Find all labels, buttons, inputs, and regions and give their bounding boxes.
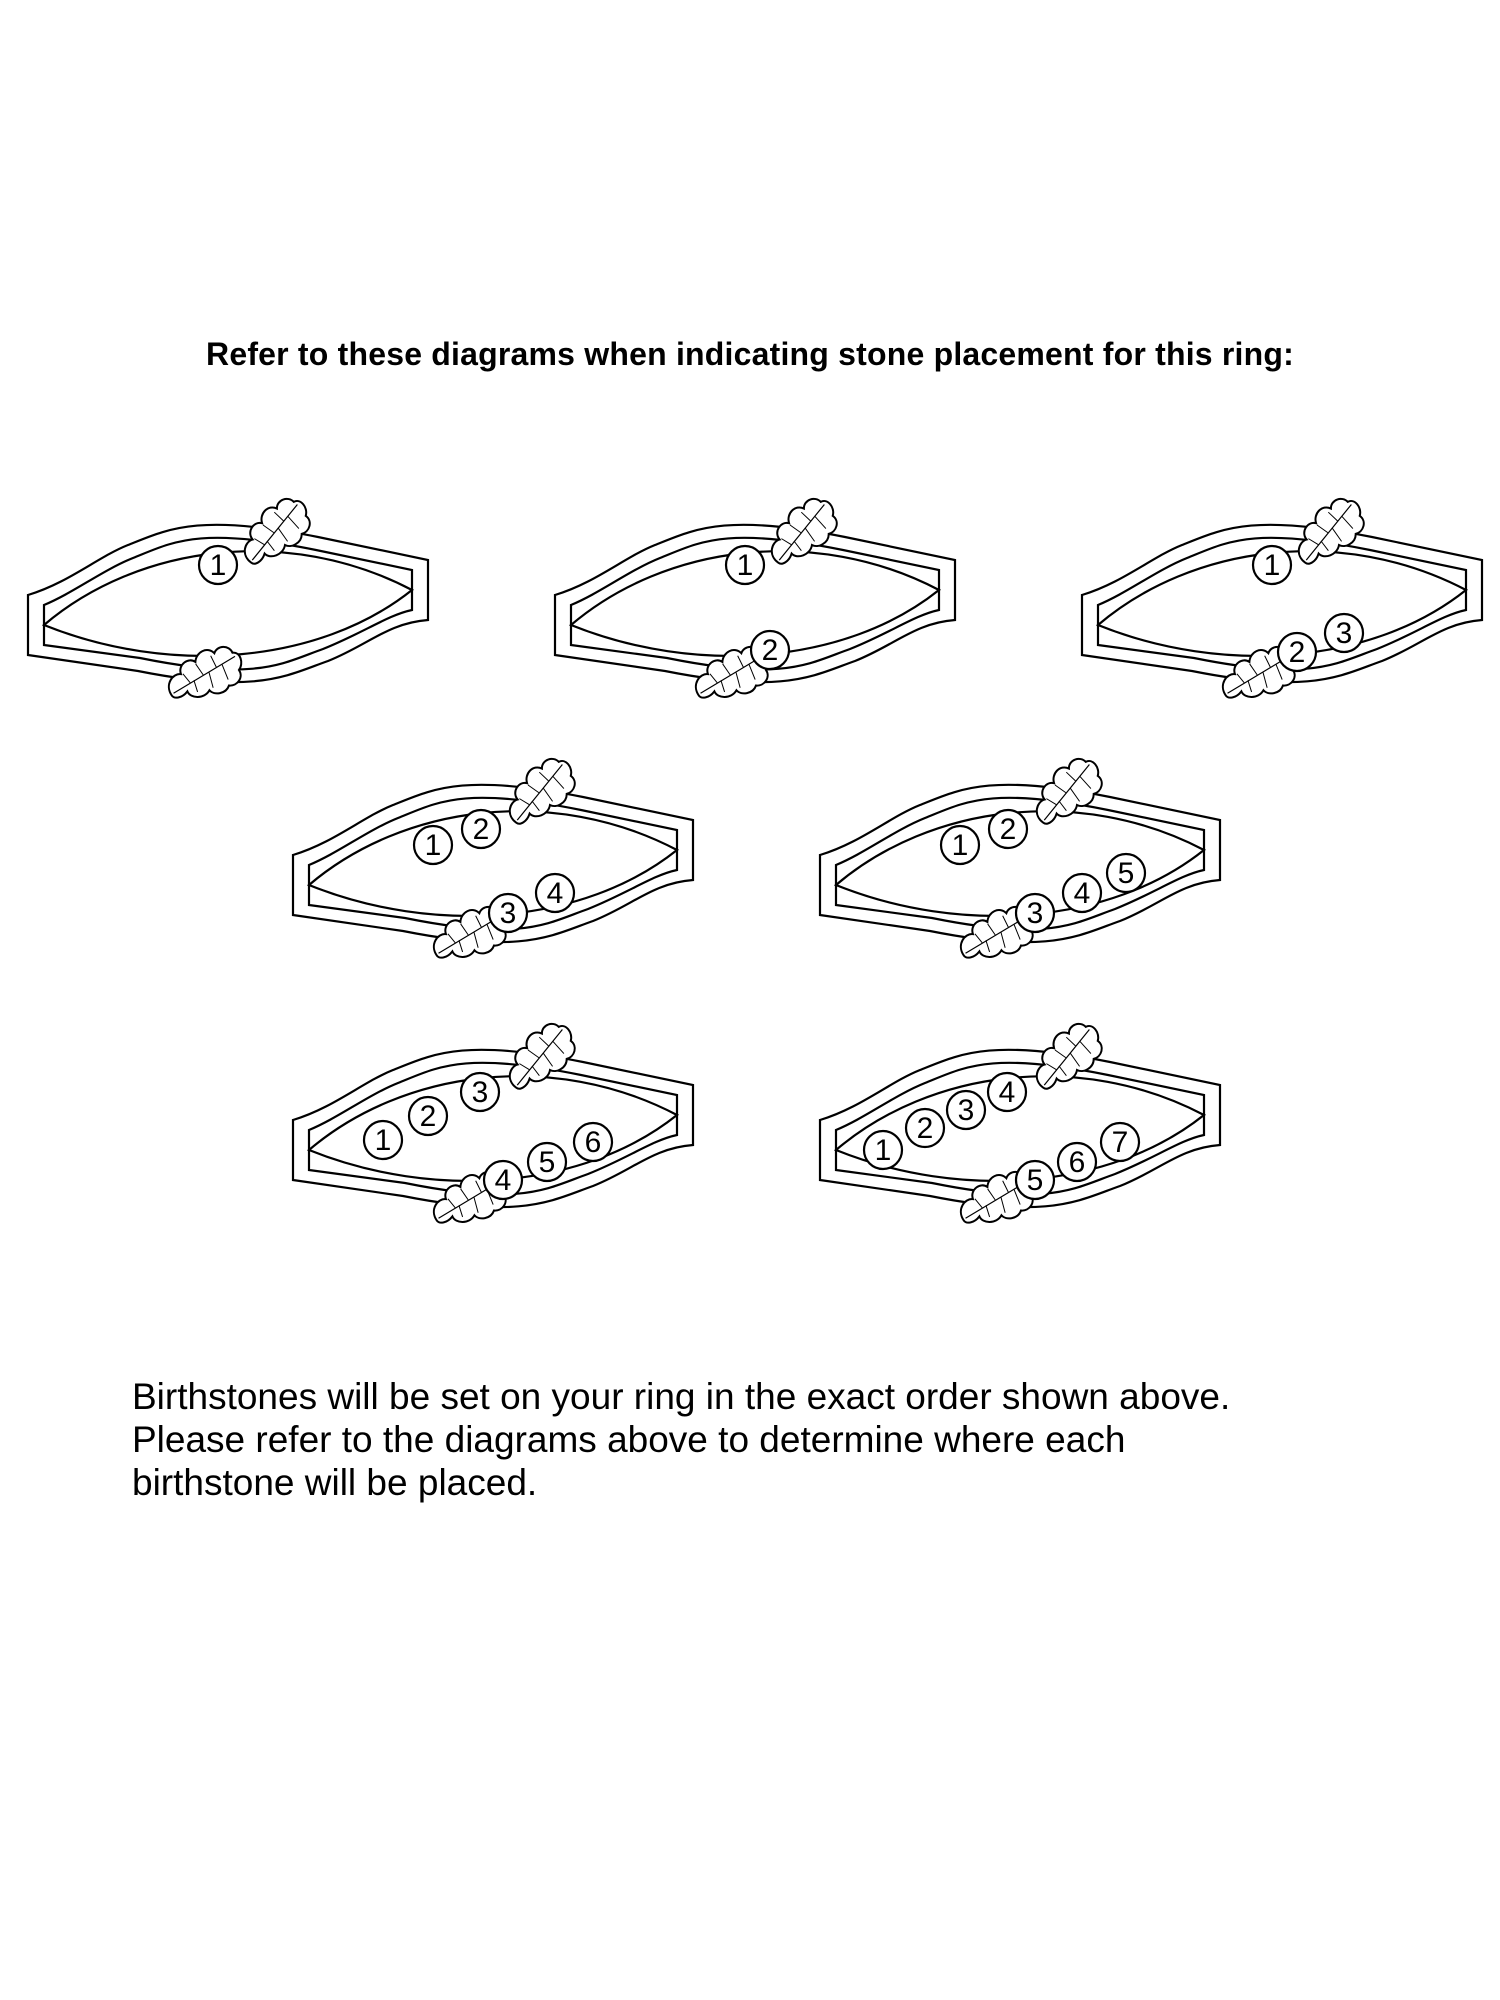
placement-note: Birthstones will be set on your ring in …: [132, 1375, 1412, 1504]
stone-circle: [1276, 631, 1318, 673]
stone-position-2: 2: [407, 1095, 449, 1137]
stone-circle: [1014, 1159, 1056, 1201]
stone-position-3: 3: [487, 892, 529, 934]
ring-3-stones: 1 23: [1080, 491, 1484, 702]
stone-position-1: 1: [939, 824, 981, 866]
stone-circle: [724, 544, 766, 586]
stone-number: 3: [1027, 897, 1044, 930]
stone-circle: [862, 1129, 904, 1171]
note-line-3: birthstone will be placed.: [132, 1462, 538, 1503]
stone-number: 3: [500, 897, 517, 930]
stone-number: 5: [539, 1146, 556, 1179]
stone-circle: [482, 1159, 524, 1201]
stone-circle: [939, 824, 981, 866]
stone-circle: [1014, 892, 1056, 934]
stone-position-5: 5: [1105, 852, 1147, 894]
stone-circle: [572, 1121, 614, 1163]
stone-circle: [487, 892, 529, 934]
stone-circle: [1099, 1121, 1141, 1163]
stone-position-1: 1: [362, 1119, 404, 1161]
stone-circle: [1056, 1141, 1098, 1183]
stone-position-4: 4: [986, 1071, 1028, 1113]
ring-6-stones: 12 3 456: [291, 1016, 695, 1227]
stone-number: 1: [210, 549, 227, 582]
stone-position-2: 2: [987, 808, 1029, 850]
page-heading: Refer to these diagrams when indicating …: [206, 336, 1294, 372]
stone-position-1: 1: [1251, 544, 1293, 586]
stone-number: 2: [420, 1100, 437, 1133]
stone-number: 5: [1118, 857, 1135, 890]
stone-circle: [986, 1071, 1028, 1113]
stone-position-3: 3: [1323, 612, 1365, 654]
stone-number: 4: [547, 877, 564, 910]
stone-number: 6: [585, 1126, 602, 1159]
ring-2-stones: 12: [553, 491, 957, 702]
stone-position-1: 1: [412, 824, 454, 866]
stone-position-4: 4: [482, 1159, 524, 1201]
stone-circle: [987, 808, 1029, 850]
stone-number: 2: [917, 1112, 934, 1145]
stone-position-2: 2: [1276, 631, 1318, 673]
stone-position-3: 3: [945, 1089, 987, 1131]
stone-number: 5: [1027, 1164, 1044, 1197]
stone-number: 3: [1336, 617, 1353, 650]
note-line-2: Please refer to the diagrams above to de…: [132, 1419, 1126, 1460]
stone-number: 2: [473, 813, 490, 846]
stone-number: 7: [1112, 1126, 1129, 1159]
stone-number: 1: [875, 1134, 892, 1167]
stone-number: 2: [1289, 636, 1306, 669]
stone-position-4: 4: [534, 872, 576, 914]
stone-circle: [362, 1119, 404, 1161]
stone-circle: [749, 629, 791, 671]
stone-number: 6: [1069, 1146, 1086, 1179]
stone-number: 2: [762, 634, 779, 667]
stone-position-1: 1: [862, 1129, 904, 1171]
stone-position-3: 3: [1014, 892, 1056, 934]
stone-circle: [412, 824, 454, 866]
stone-position-2: 2: [460, 808, 502, 850]
stone-circle: [1251, 544, 1293, 586]
stone-circle: [1323, 612, 1365, 654]
note-line-1: Birthstones will be set on your ring in …: [132, 1376, 1231, 1417]
stone-circle: [526, 1141, 568, 1183]
stone-number: 1: [425, 829, 442, 862]
stone-number: 4: [1074, 877, 1091, 910]
stone-circle: [407, 1095, 449, 1137]
stone-position-6: 6: [572, 1121, 614, 1163]
stone-number: 1: [952, 829, 969, 862]
stone-circle: [904, 1107, 946, 1149]
stone-position-5: 5: [1014, 1159, 1056, 1201]
stone-number: 1: [375, 1124, 392, 1157]
stone-position-7: 7: [1099, 1121, 1141, 1163]
stone-number: 4: [999, 1076, 1016, 1109]
stone-number: 3: [472, 1076, 489, 1109]
stone-number: 2: [1000, 813, 1017, 846]
stone-position-1: 1: [724, 544, 766, 586]
stone-circle: [460, 808, 502, 850]
stone-position-4: 4: [1061, 872, 1103, 914]
stone-position-5: 5: [526, 1141, 568, 1183]
stone-position-3: 3: [459, 1071, 501, 1113]
stone-number: 3: [958, 1094, 975, 1127]
stone-circle: [459, 1071, 501, 1113]
stone-position-6: 6: [1056, 1141, 1098, 1183]
stone-position-2: 2: [749, 629, 791, 671]
stone-circle: [945, 1089, 987, 1131]
stone-number: 1: [737, 549, 754, 582]
stone-number: 1: [1264, 549, 1281, 582]
stone-circle: [534, 872, 576, 914]
stone-number: 4: [495, 1164, 512, 1197]
ring-1-stone: 1: [26, 491, 430, 702]
stone-circle: [1061, 872, 1103, 914]
stone-circle: [197, 544, 239, 586]
stone-position-1: 1: [197, 544, 239, 586]
stone-circle: [1105, 852, 1147, 894]
stone-position-2: 2: [904, 1107, 946, 1149]
